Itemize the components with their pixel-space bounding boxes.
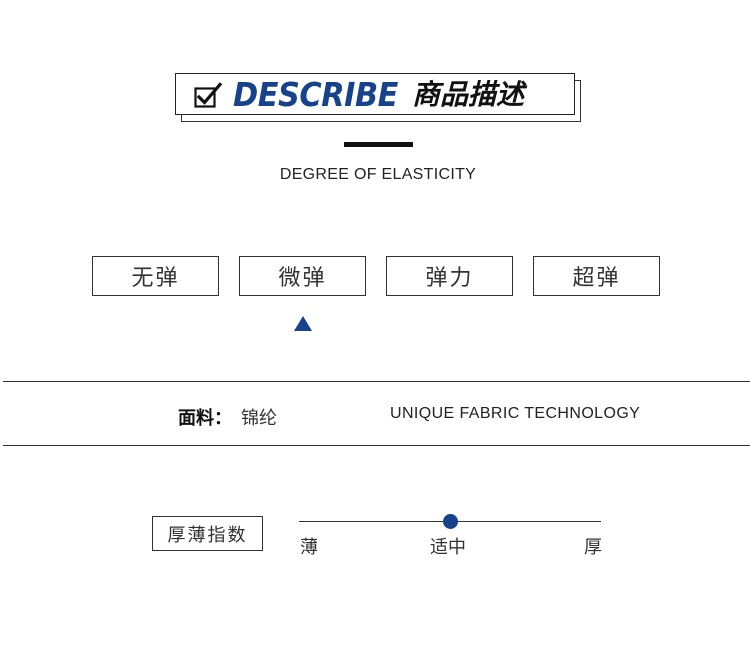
elasticity-option-super[interactable]: 超弹 [533,256,660,296]
fabric-value: 锦纶 [241,408,277,429]
fabric-bottom-rule [3,445,750,446]
header-divider [344,142,413,147]
thickness-scale-thick: 厚 [584,537,602,558]
header-title-box: DESCRIBE 商品描述 [175,73,575,115]
checkbox-checked-icon [194,82,222,108]
section-subtitle: DEGREE OF ELASTICITY [279,166,477,183]
fabric-top-rule [3,381,750,382]
thickness-label: 厚薄指数 [152,516,263,551]
fabric-label: 面料： [178,408,232,429]
header-title-en: DESCRIBE [233,75,398,114]
header-title-cn: 商品描述 [412,78,525,111]
thickness-scale-indicator[interactable] [442,514,458,529]
fabric-tagline: UNIQUE FABRIC TECHNOLOGY [390,405,641,422]
selected-marker-triangle-icon [293,316,312,331]
elasticity-option-none[interactable]: 无弹 [92,256,219,296]
elasticity-option-slight[interactable]: 微弹 [239,256,366,296]
thickness-scale-medium: 适中 [430,537,466,558]
thickness-scale-thin: 薄 [300,537,318,558]
elasticity-option-stretch[interactable]: 弹力 [386,256,513,296]
